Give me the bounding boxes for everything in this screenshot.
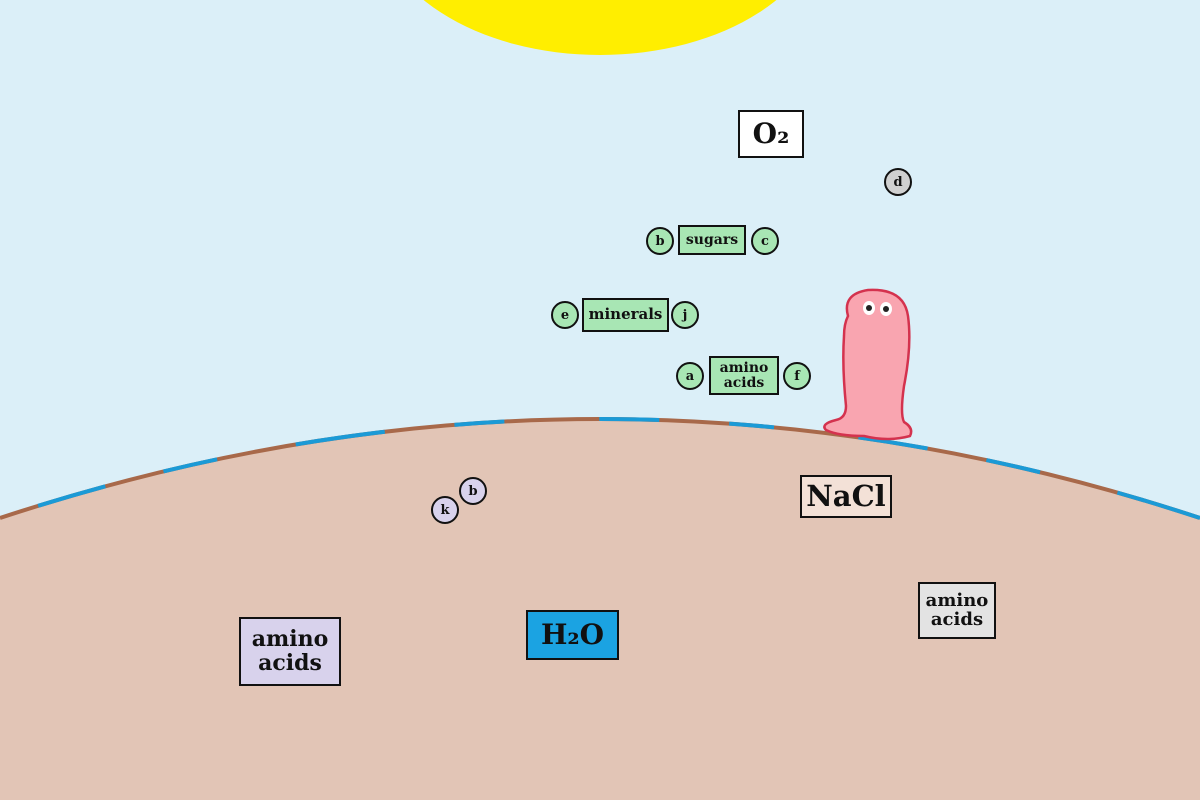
creature-left-pupil (866, 305, 872, 311)
oxygen-label[interactable]: O₂ (738, 110, 804, 158)
amino-acids-sky-label[interactable]: amino acids (709, 356, 779, 395)
minerals-label[interactable]: minerals (582, 298, 669, 332)
token-b-sky[interactable]: b (646, 227, 674, 255)
water-label[interactable]: H₂O (526, 610, 619, 660)
token-e[interactable]: e (551, 301, 579, 329)
token-b-ground[interactable]: b (459, 477, 487, 505)
amino-acids-left-label[interactable]: amino acids (239, 617, 341, 686)
token-f[interactable]: f (783, 362, 811, 390)
sugars-label[interactable]: sugars (678, 225, 746, 255)
token-d[interactable]: d (884, 168, 912, 196)
token-c[interactable]: c (751, 227, 779, 255)
amino-acids-right-label[interactable]: amino acids (918, 582, 996, 639)
pink-blob-creature-icon[interactable] (818, 286, 918, 446)
token-j[interactable]: j (671, 301, 699, 329)
token-a[interactable]: a (676, 362, 704, 390)
nacl-label[interactable]: NaCl (800, 475, 892, 518)
creature-right-pupil (883, 306, 889, 312)
token-k[interactable]: k (431, 496, 459, 524)
